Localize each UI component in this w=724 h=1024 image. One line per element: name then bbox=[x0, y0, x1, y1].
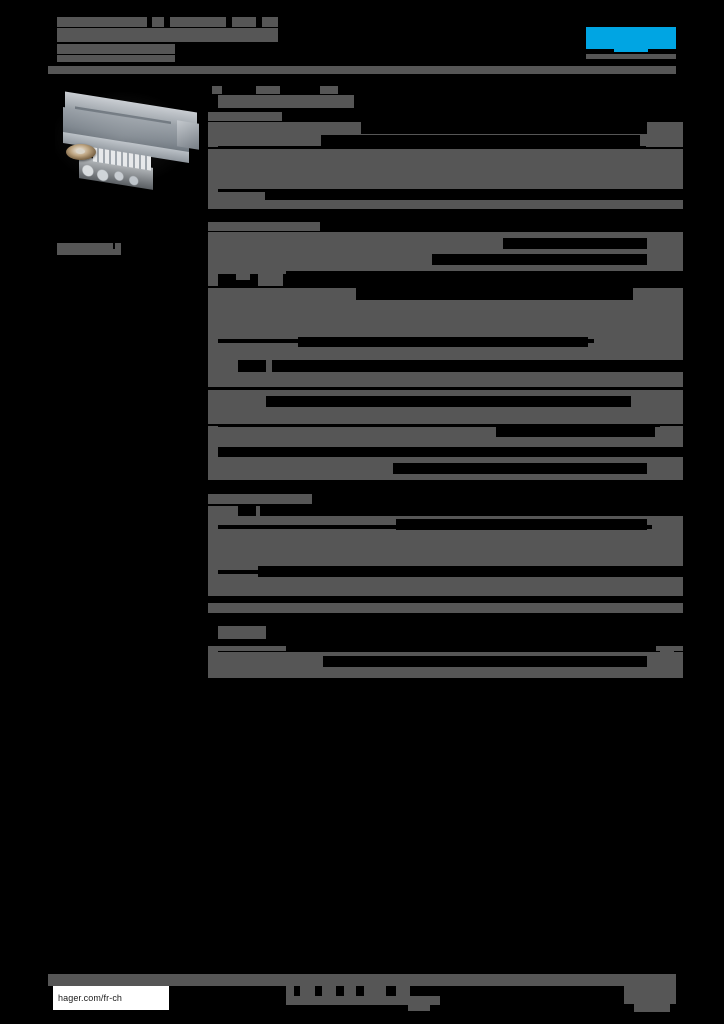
footer-center-text bbox=[300, 986, 315, 996]
spec-group-gap bbox=[208, 480, 683, 494]
spec-group-heading bbox=[208, 494, 312, 504]
table-row bbox=[208, 463, 683, 474]
spec-group-heading bbox=[218, 626, 266, 639]
footer-center-text bbox=[286, 996, 440, 1005]
product-image bbox=[55, 84, 203, 192]
spec-group-heading bbox=[208, 112, 282, 121]
spec-group bbox=[208, 222, 683, 480]
table-row bbox=[208, 447, 683, 457]
hager-wordmark-descender bbox=[614, 47, 648, 52]
page-title-line bbox=[57, 28, 278, 42]
spec-group-gap bbox=[208, 613, 683, 626]
footer-center-text bbox=[408, 1004, 430, 1011]
footer-page-number bbox=[634, 1003, 670, 1012]
hager-logo bbox=[586, 27, 676, 59]
table-row bbox=[208, 596, 683, 603]
table-row bbox=[208, 288, 683, 300]
product-caption bbox=[115, 243, 121, 251]
product-caption bbox=[57, 243, 113, 251]
spec-group-heading bbox=[208, 222, 320, 231]
product-caption bbox=[57, 249, 121, 255]
table-row bbox=[208, 238, 683, 249]
footer-center-text bbox=[364, 986, 386, 996]
table-row bbox=[208, 135, 683, 147]
footer-center-text bbox=[322, 986, 336, 996]
section-title bbox=[208, 86, 683, 112]
footer-url[interactable]: hager.com/fr-ch bbox=[53, 986, 169, 1010]
table-row bbox=[208, 271, 683, 286]
footer-center-text bbox=[344, 986, 356, 996]
page-title bbox=[170, 17, 226, 27]
spec-group-body bbox=[208, 390, 683, 424]
table-row bbox=[208, 337, 683, 347]
page-subtitle bbox=[57, 44, 175, 54]
hager-wordmark bbox=[586, 27, 676, 49]
table-row bbox=[208, 646, 683, 652]
specifications-table bbox=[208, 86, 683, 678]
table-row bbox=[208, 566, 683, 577]
page-title bbox=[57, 17, 147, 27]
spec-group-body bbox=[208, 149, 683, 189]
footer-center-text bbox=[396, 986, 410, 996]
spec-group-gap bbox=[208, 209, 683, 222]
spec-group bbox=[208, 112, 683, 209]
page-footer bbox=[0, 974, 724, 1024]
table-row bbox=[208, 426, 683, 437]
product-image-highlight bbox=[55, 84, 203, 192]
footer-page-number bbox=[624, 985, 676, 1004]
page-subtitle bbox=[57, 55, 175, 62]
footer-band bbox=[48, 974, 676, 986]
spec-group bbox=[208, 494, 683, 613]
table-row bbox=[208, 396, 683, 407]
spec-group-body bbox=[208, 529, 683, 570]
table-row bbox=[208, 519, 683, 530]
table-row bbox=[208, 360, 683, 372]
table-row bbox=[208, 656, 683, 667]
page-title bbox=[232, 17, 256, 27]
page-title bbox=[262, 17, 278, 27]
table-row bbox=[208, 189, 683, 200]
footer-center-text bbox=[286, 986, 294, 996]
spec-group-body bbox=[208, 600, 683, 613]
product-cutting-disc-hole bbox=[76, 149, 85, 154]
table-row bbox=[208, 506, 683, 516]
spec-group-body bbox=[208, 574, 683, 597]
table-row bbox=[208, 122, 683, 134]
header-divider bbox=[48, 66, 676, 74]
table-row bbox=[208, 254, 683, 265]
spec-group bbox=[208, 626, 683, 678]
page-header bbox=[0, 0, 724, 78]
page-title bbox=[152, 17, 164, 27]
logo-underline bbox=[586, 54, 676, 59]
